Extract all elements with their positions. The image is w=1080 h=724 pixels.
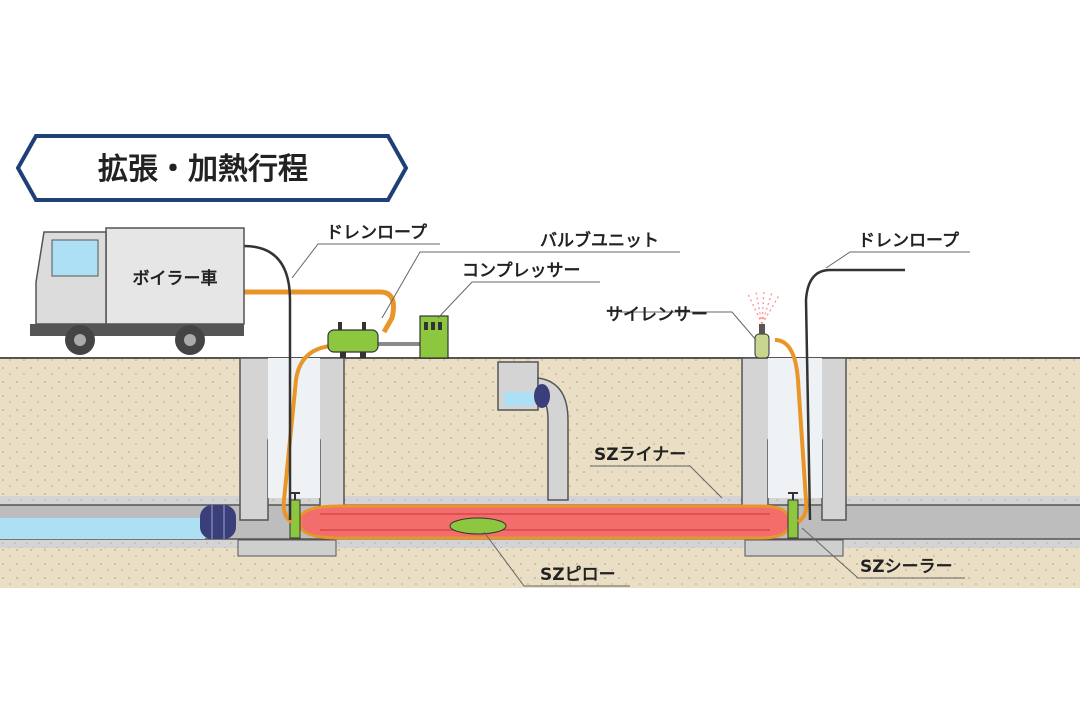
leader-lines — [291, 243, 970, 587]
manhole-right — [741, 357, 847, 557]
lateral-plug — [534, 384, 550, 408]
label-sz-liner: SZライナー — [594, 445, 686, 465]
compressor — [419, 315, 449, 359]
silencer — [747, 289, 781, 359]
orange-hose-right — [774, 338, 809, 524]
manhole-left — [237, 357, 345, 557]
sz-liner — [298, 504, 792, 540]
valve-unit — [327, 322, 379, 358]
lateral-inlet — [497, 361, 569, 501]
label-drain-rope-left: ドレンロープ — [326, 222, 428, 243]
label-valve-unit: バルブユニット — [540, 230, 659, 251]
water-left — [0, 518, 205, 539]
title-banner: 拡張・加熱行程 — [15, 134, 409, 202]
title-text: 拡張・加熱行程 — [98, 152, 308, 187]
sz-pillow — [449, 517, 507, 535]
boiler-truck: ボイラー車 — [30, 227, 245, 355]
sz-sealer-left — [289, 492, 301, 539]
label-sz-pillow: SZピロー — [540, 565, 616, 585]
label-compressor: コンプレッサー — [462, 260, 581, 281]
drain-rope-left-line — [243, 244, 292, 520]
label-drain-rope-right: ドレンロープ — [858, 230, 960, 251]
hoses — [243, 244, 905, 524]
label-silencer: サイレンサー — [606, 305, 708, 325]
sz-sealer-right — [787, 492, 799, 539]
label-sz-sealer: SZシーラー — [860, 557, 953, 577]
boiler-truck-label: ボイラー車 — [133, 268, 218, 289]
flow-plug — [200, 505, 236, 539]
drain-rope-right-line — [804, 268, 905, 521]
orange-hose-left — [244, 289, 396, 334]
